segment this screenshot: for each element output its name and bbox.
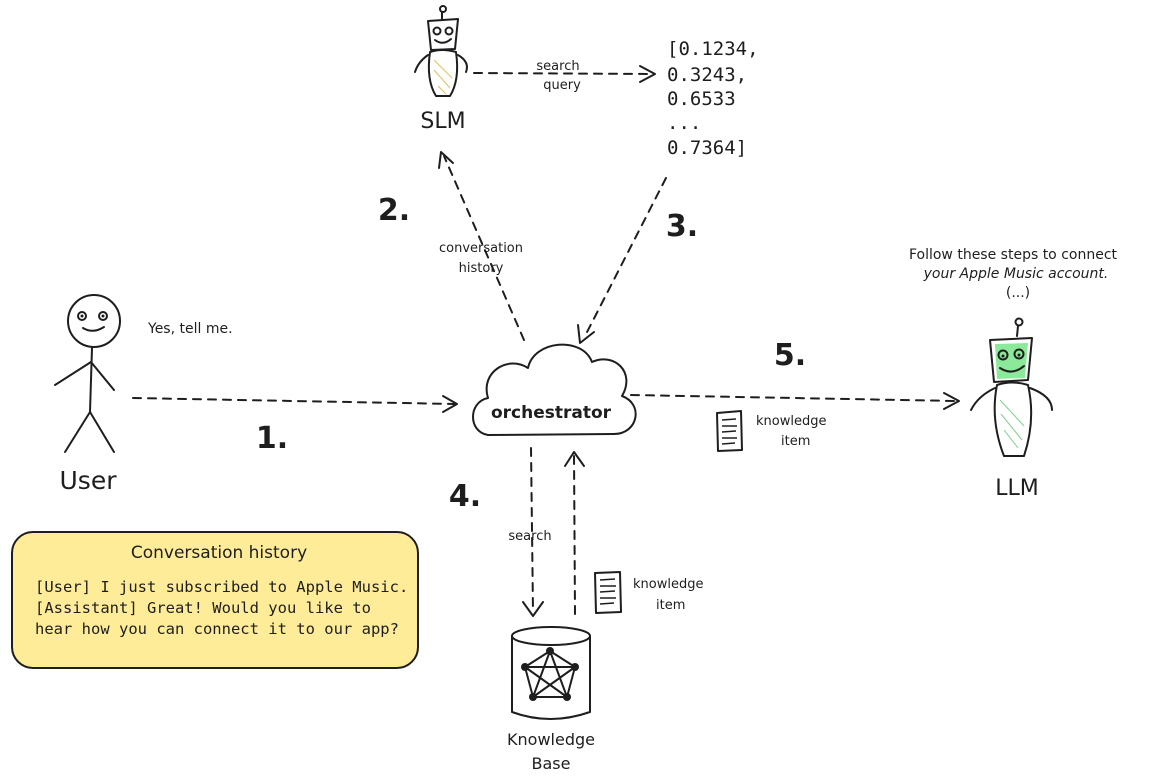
vector-line-2: 0.3243,	[667, 64, 747, 86]
step-1: 1.	[256, 421, 288, 456]
edge-label-knowledge-llm: knowledge	[756, 414, 826, 429]
edge-label-knowledge-kb: knowledge	[633, 577, 703, 592]
edge-label-item-llm: item	[781, 434, 810, 449]
arrow-orchestrator-to-slm	[438, 151, 525, 341]
step-4: 4.	[449, 479, 481, 514]
arrow-kb-to-orchestrator	[564, 451, 585, 615]
vector-line-3: 0.6533	[667, 88, 736, 110]
orchestrator-cloud	[472, 343, 637, 436]
edge-label-history: history	[459, 261, 504, 276]
llm-response-line-3: (...)	[1006, 285, 1030, 301]
edge-label-search: search	[536, 59, 579, 74]
edge-label-item-kb: item	[656, 598, 685, 613]
slm-label: SLM	[420, 109, 465, 134]
step-2: 2.	[378, 193, 410, 228]
vector-line-4: ...	[667, 112, 701, 134]
embedding-vector: [0.1234, 0.3243, 0.6533 ... 0.7364]	[667, 38, 759, 159]
knowledge-base-database-icon	[511, 626, 591, 720]
vector-line-5: 0.7364]	[667, 137, 747, 159]
kb-label-line-1: Knowledge	[507, 730, 595, 749]
kb-label-line-2: Base	[532, 754, 571, 773]
arrow-slm-to-vector	[473, 65, 656, 83]
arrow-orchestrator-to-kb	[522, 447, 544, 617]
conversation-history-line: hear how you can connect it to our app?	[35, 620, 399, 638]
slm-robot-icon	[414, 5, 468, 97]
step-5: 5.	[774, 338, 806, 373]
edge-label-search-kb: search	[508, 529, 551, 544]
llm-response-line-1: Follow these steps to connect	[909, 247, 1118, 263]
edge-label-query: query	[543, 78, 581, 93]
arrow-orchestrator-to-llm	[630, 392, 960, 410]
conversation-history-line: [User] I just subscribed to Apple Music.	[35, 578, 409, 596]
document-icon-llm	[716, 410, 743, 452]
document-icon-kb	[594, 571, 622, 614]
edge-label-conversation: conversation	[439, 241, 523, 256]
conversation-history-line: [Assistant] Great! Would you like to	[35, 599, 371, 617]
conversation-history-note: Conversation history [User] I just subsc…	[11, 531, 419, 669]
llm-label: LLM	[995, 476, 1039, 501]
llm-response-line-2: your Apple Music account.	[923, 266, 1109, 282]
user-figure	[54, 294, 121, 453]
vector-line-1: [0.1234,	[667, 38, 759, 60]
arrow-vector-to-orchestrator	[577, 177, 667, 344]
arrow-user-to-orchestrator	[132, 395, 458, 413]
llm-robot-icon	[970, 317, 1053, 457]
user-label: User	[60, 466, 118, 495]
conversation-history-title: Conversation history	[130, 543, 308, 563]
orchestrator-label: orchestrator	[491, 403, 612, 423]
user-speech: Yes, tell me.	[147, 321, 233, 337]
step-3: 3.	[666, 209, 698, 244]
